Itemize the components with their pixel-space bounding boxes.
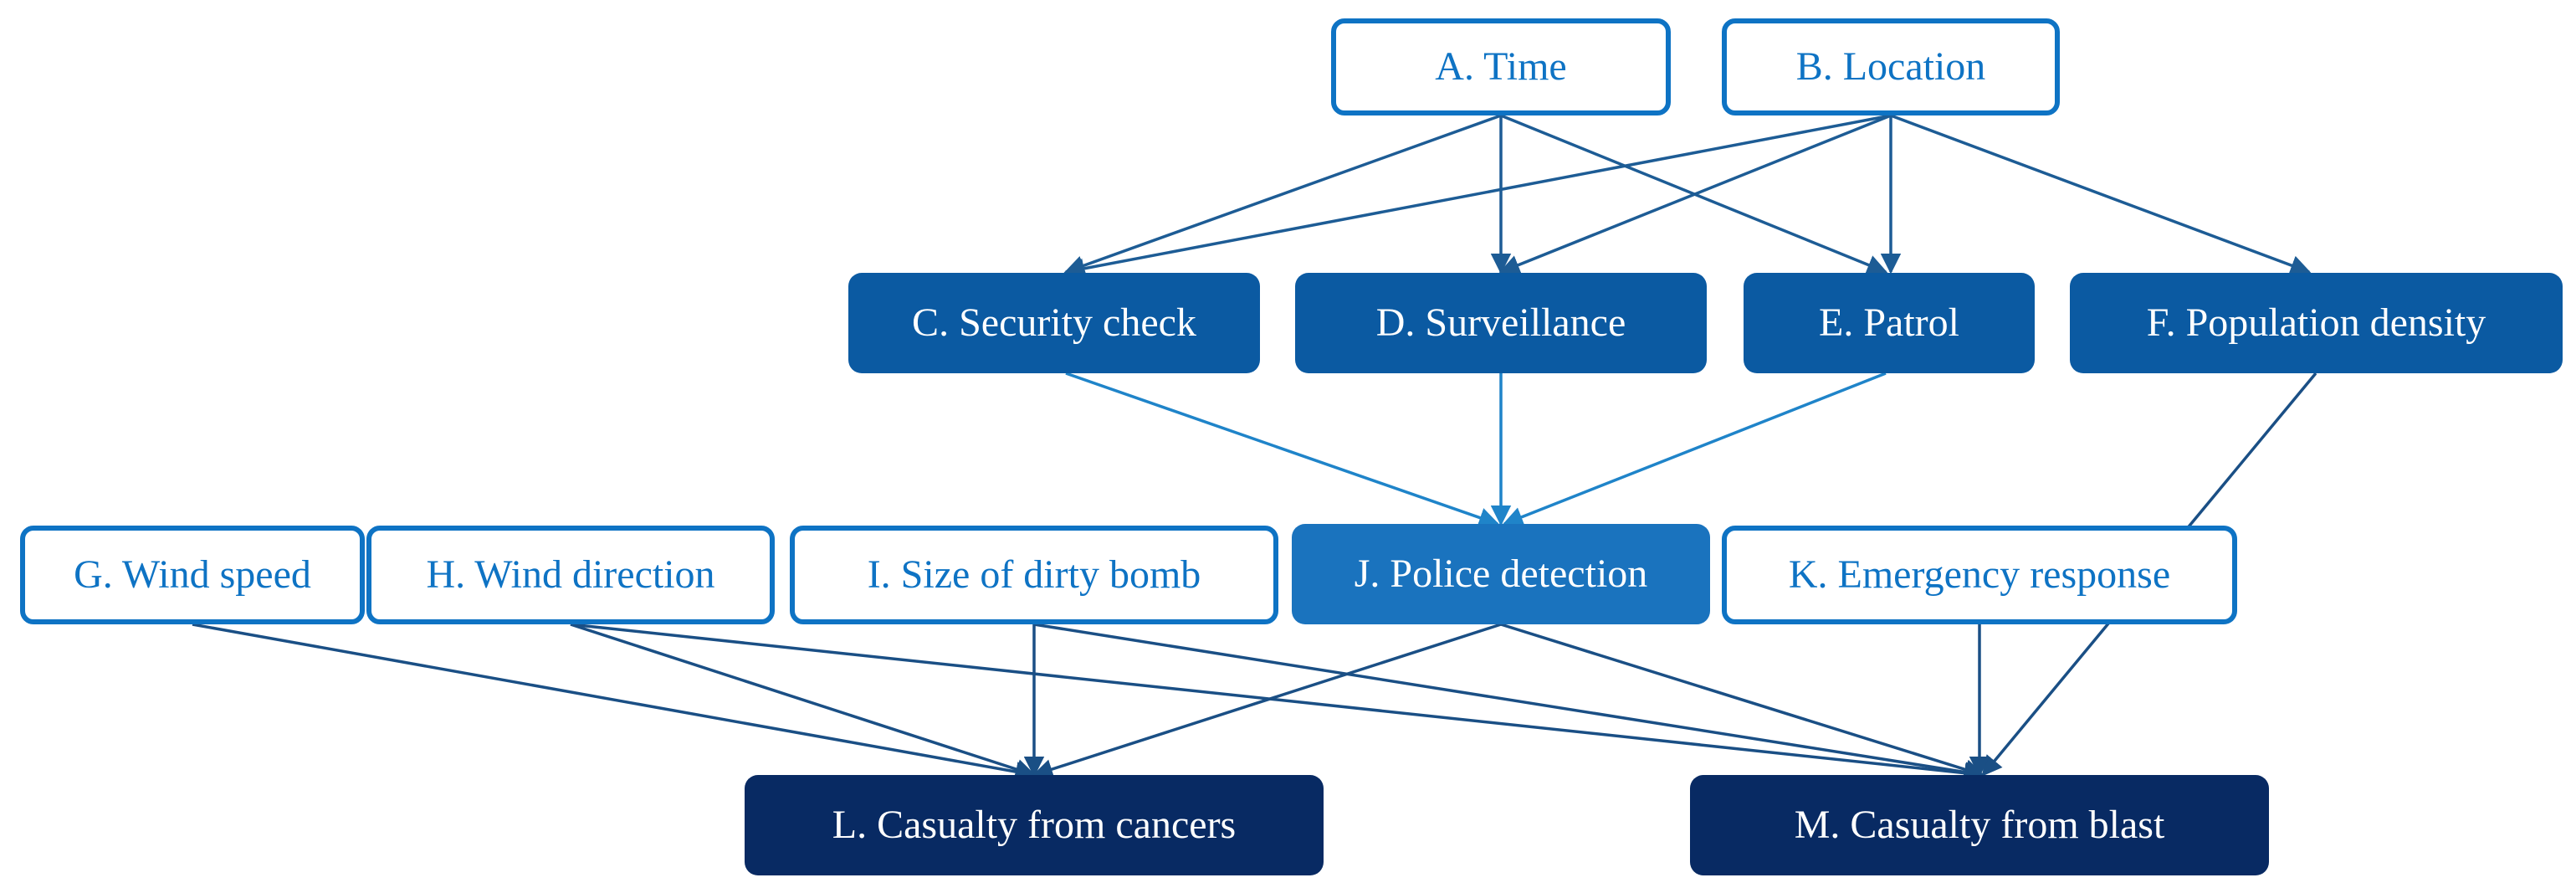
node-l-label: L. Casualty from cancers	[832, 803, 1237, 847]
node-m-casualty-from-blast: M. Casualty from blast	[1690, 775, 2269, 875]
node-g-label: G. Wind speed	[74, 552, 311, 597]
node-h-label: H. Wind direction	[426, 552, 715, 597]
node-f-label: F. Population density	[2146, 300, 2486, 345]
edge-b-to-c	[1063, 114, 1892, 279]
node-c-label: C. Security check	[912, 300, 1196, 345]
node-i-size-of-dirty-bomb: I. Size of dirty bomb	[790, 526, 1278, 624]
node-c-security-check: C. Security check	[848, 273, 1260, 373]
edge-a-to-c	[1063, 114, 1502, 276]
node-a-time: A. Time	[1331, 18, 1671, 115]
node-m-label: M. Casualty from blast	[1794, 803, 2165, 847]
node-a-label: A. Time	[1435, 44, 1567, 89]
edge-h-to-m	[570, 623, 1985, 783]
node-j-police-detection: J. Police detection	[1292, 524, 1710, 624]
edge-e-to-j	[1502, 372, 1887, 527]
node-k-emergency-response: K. Emergency response	[1722, 526, 2237, 624]
node-l-casualty-from-cancers: L. Casualty from cancers	[745, 775, 1324, 875]
edge-j-to-m	[1500, 623, 1985, 780]
edge-b-to-d	[1498, 114, 1892, 275]
node-e-label: E. Patrol	[1819, 300, 1959, 345]
node-k-label: K. Emergency response	[1788, 552, 2171, 597]
node-b-location: B. Location	[1722, 18, 2060, 115]
edge-i-to-m	[1033, 623, 1985, 783]
edge-g-to-l	[192, 623, 1037, 783]
node-d-label: D. Surveillance	[1375, 300, 1626, 345]
edge-h-to-l	[570, 623, 1037, 779]
node-j-label: J. Police detection	[1354, 552, 1648, 596]
node-e-patrol: E. Patrol	[1744, 273, 2035, 373]
node-h-wind-direction: H. Wind direction	[366, 526, 775, 624]
node-i-label: I. Size of dirty bomb	[867, 552, 1201, 597]
node-g-wind-speed: G. Wind speed	[20, 526, 365, 624]
edge-c-to-j	[1065, 372, 1500, 528]
node-d-surveillance: D. Surveillance	[1295, 273, 1707, 373]
edge-b-to-f	[1890, 114, 2312, 275]
node-f-population-density: F. Population density	[2070, 273, 2563, 373]
node-b-label: B. Location	[1795, 44, 1986, 89]
